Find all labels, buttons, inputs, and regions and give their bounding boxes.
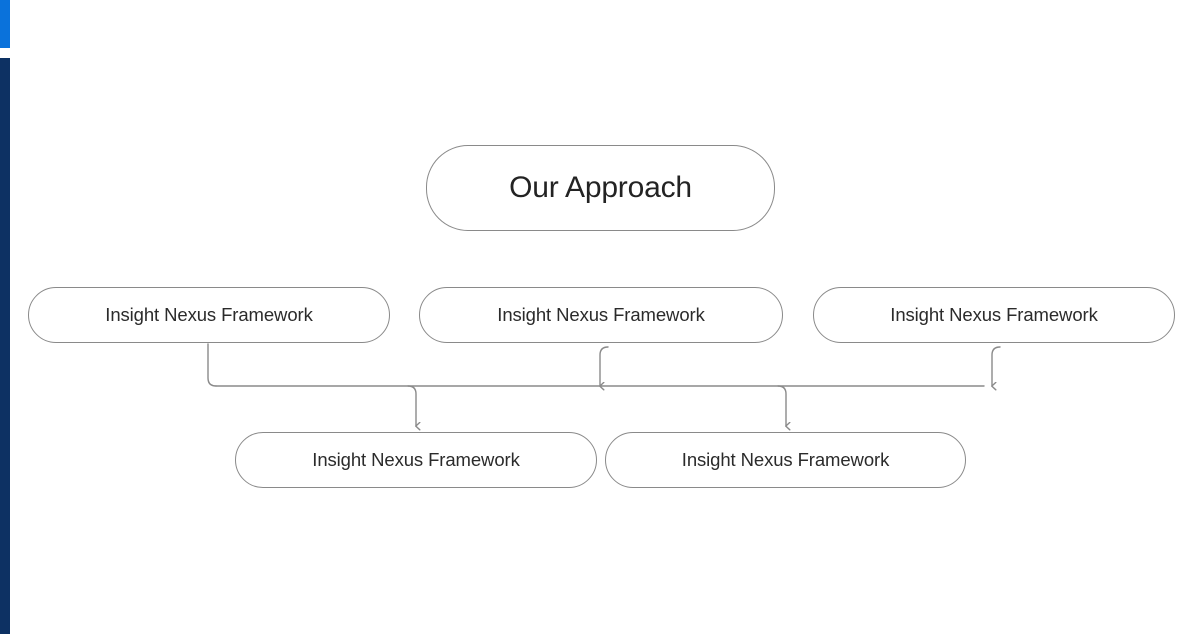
left-accent-rail xyxy=(0,0,10,634)
connector-arrow-into-t1-c xyxy=(992,346,1001,386)
node-root-our-approach[interactable]: Our Approach xyxy=(426,145,775,231)
connector-arrow-into-t2-a xyxy=(407,385,416,426)
node-tier2-item-2[interactable]: Insight Nexus Framework xyxy=(605,432,966,488)
connector-arrow-into-t1-b xyxy=(600,346,609,386)
node-tier2-item-1[interactable]: Insight Nexus Framework xyxy=(235,432,597,488)
connector-drop-from-t1-a xyxy=(207,343,217,387)
node-tier1-item-3[interactable]: Insight Nexus Framework xyxy=(813,287,1175,343)
accent-rail-bottom-segment xyxy=(0,58,10,634)
node-tier1-item-1[interactable]: Insight Nexus Framework xyxy=(28,287,390,343)
accent-rail-top-segment xyxy=(0,0,10,48)
node-tier1-item-2[interactable]: Insight Nexus Framework xyxy=(419,287,783,343)
connector-arrow-into-t2-b xyxy=(777,385,786,426)
